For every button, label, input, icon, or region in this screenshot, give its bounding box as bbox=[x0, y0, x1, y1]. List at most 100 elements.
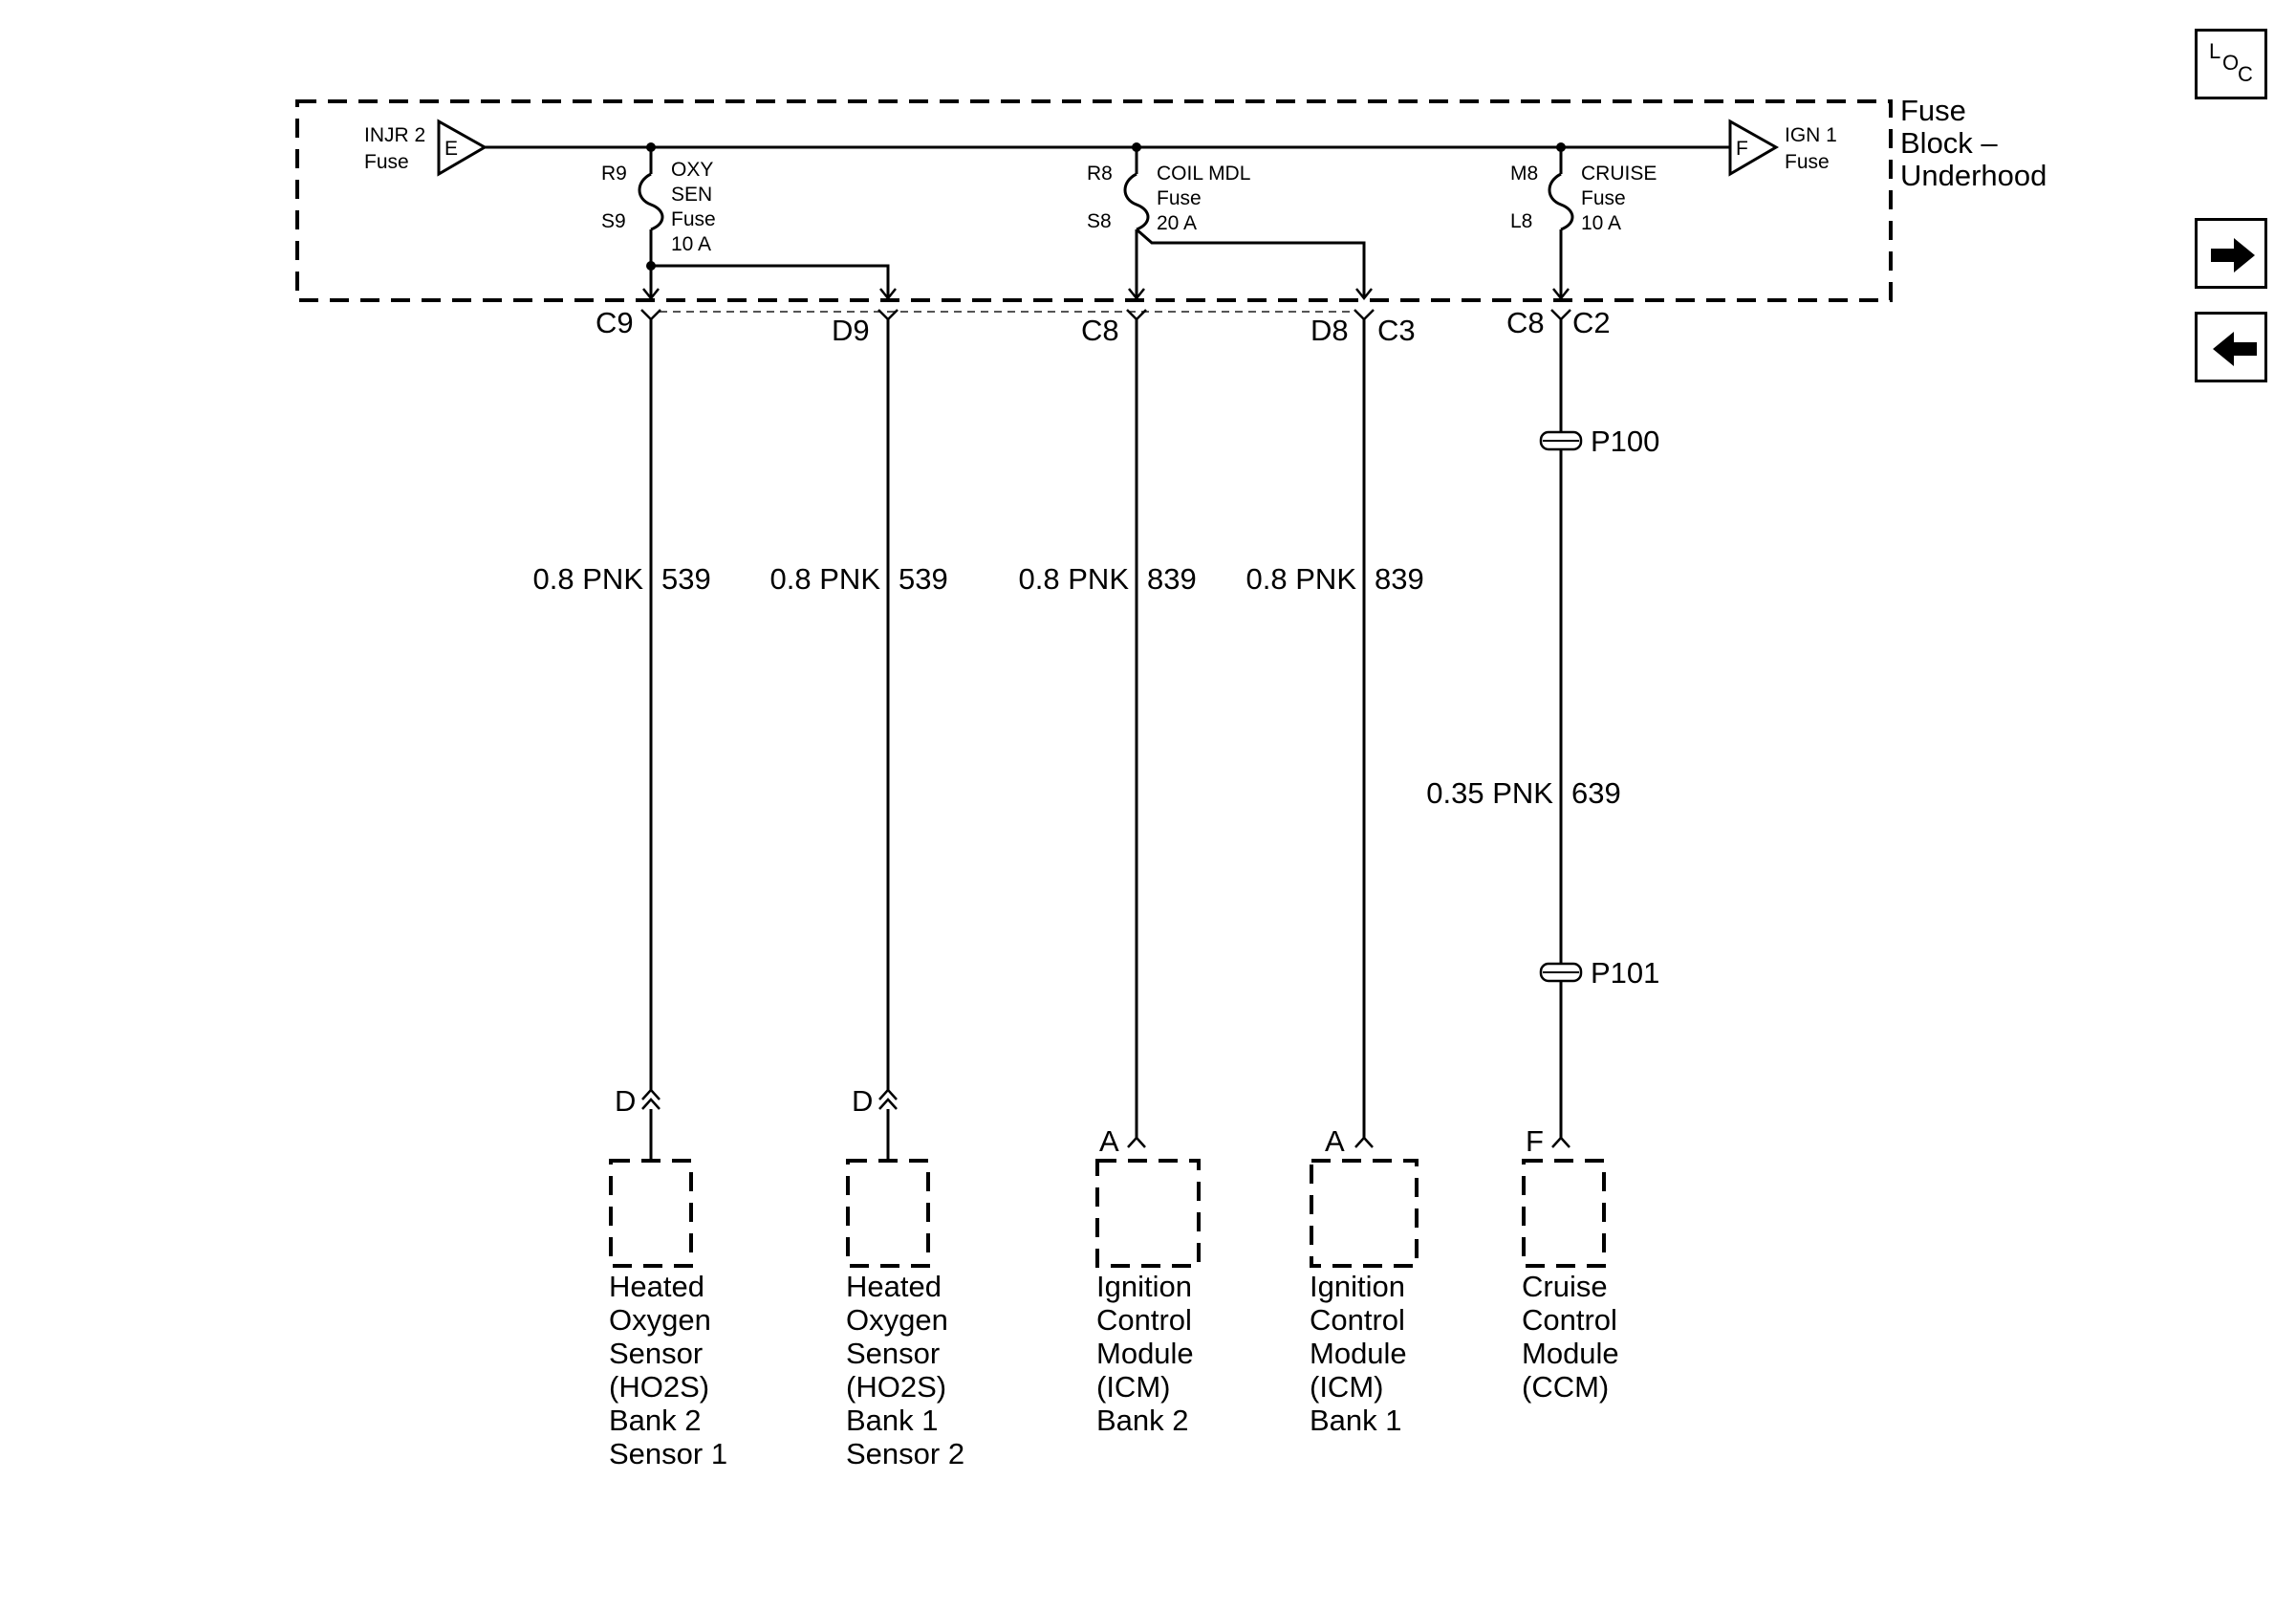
input-connector-letter: E bbox=[444, 138, 458, 160]
component-name-line: Cruise bbox=[1522, 1270, 1608, 1303]
fuse-block-title-2: Block – bbox=[1900, 126, 1998, 160]
fuse-pin-r9: R9 bbox=[601, 163, 627, 185]
connector-arrow bbox=[879, 288, 897, 301]
component-pin-label: A bbox=[1325, 1124, 1345, 1158]
fuse-pin-m8: M8 bbox=[1510, 163, 1538, 185]
component-box-ho2s-b1s2 bbox=[846, 1159, 930, 1268]
fuse-pin-s8: S8 bbox=[1087, 210, 1112, 232]
connector-arrow bbox=[642, 288, 660, 301]
component-name-line: (HO2S) bbox=[609, 1370, 709, 1404]
connector-cavity bbox=[1126, 309, 1147, 321]
component-name-line: (CCM) bbox=[1522, 1370, 1609, 1404]
inline-connector-symbol bbox=[641, 1098, 661, 1110]
component-name-line: Sensor 1 bbox=[609, 1437, 727, 1470]
component-name-ho2s-b2s1: Heated Oxygen Sensor (HO2S) Bank 2 Senso… bbox=[609, 1270, 727, 1470]
pass-through-label-p101: P101 bbox=[1591, 956, 1659, 990]
wire-size-color: 0.8 PNK bbox=[533, 562, 644, 596]
next-page-button[interactable] bbox=[2195, 218, 2267, 289]
component-name-line: Bank 2 bbox=[1096, 1404, 1189, 1437]
fuse-block-title-3: Underhood bbox=[1900, 159, 2047, 192]
output-fuse-label-2: Fuse bbox=[1785, 151, 1830, 173]
connector-label-d8: D8 bbox=[1310, 314, 1349, 347]
fuse-name-line: SEN bbox=[671, 184, 712, 206]
fuse-name-line: Fuse bbox=[1157, 187, 1202, 209]
fuse-name-line: OXY bbox=[671, 159, 713, 181]
component-name-line: Module bbox=[1096, 1337, 1194, 1370]
arrow-left-icon bbox=[2213, 332, 2257, 366]
wire-circuit: 839 bbox=[1375, 562, 1424, 596]
loc-letter-l: L bbox=[2209, 39, 2220, 63]
component-box-icm-b1 bbox=[1310, 1159, 1419, 1268]
input-connector-triangle bbox=[437, 119, 488, 177]
component-name-line: Sensor 2 bbox=[846, 1437, 964, 1470]
fuse-pin-l8: L8 bbox=[1510, 210, 1532, 232]
fuse-symbol-cruise bbox=[1548, 172, 1574, 231]
fuse-name-line: Fuse bbox=[1581, 187, 1626, 209]
component-pin-label: F bbox=[1526, 1124, 1544, 1158]
inline-connector-symbol bbox=[878, 1088, 898, 1100]
connector-arrow bbox=[1552, 288, 1570, 301]
wire-size-color: 0.8 PNK bbox=[770, 562, 881, 596]
component-name-line: Heated bbox=[609, 1270, 704, 1303]
component-pin-label: A bbox=[1099, 1124, 1119, 1158]
input-fuse-label-1: INJR 2 bbox=[364, 124, 425, 146]
fuse-block-boundary bbox=[295, 99, 1893, 302]
inline-connector-symbol bbox=[1354, 1136, 1374, 1148]
connector-cavity bbox=[1354, 309, 1375, 321]
component-name-line: (ICM) bbox=[1096, 1370, 1170, 1404]
component-name-line: (HO2S) bbox=[846, 1370, 946, 1404]
fuse-branch-wire bbox=[651, 264, 890, 298]
connector-arrow bbox=[1355, 288, 1373, 301]
component-name-line: Ignition bbox=[1096, 1270, 1192, 1303]
fuse-branch-wire bbox=[1136, 228, 1366, 298]
wire-circuit: 539 bbox=[899, 562, 948, 596]
wire-circuit: 839 bbox=[1147, 562, 1197, 596]
loc-letter-o: O bbox=[2222, 51, 2239, 75]
pass-through-p100 bbox=[1539, 430, 1583, 451]
loc-letter-c: C bbox=[2238, 62, 2253, 86]
connector-label-c9: C9 bbox=[596, 306, 634, 339]
component-name-line: Oxygen bbox=[846, 1303, 948, 1337]
component-name-icm-b2: Ignition Control Module (ICM) Bank 2 bbox=[1096, 1270, 1194, 1437]
connector-label-c2: C2 bbox=[1572, 306, 1611, 339]
fuse-pin-s9: S9 bbox=[601, 210, 626, 232]
fuse-name-line: CRUISE bbox=[1581, 163, 1657, 185]
component-name-line: Oxygen bbox=[609, 1303, 711, 1337]
inline-connector-symbol bbox=[1551, 1136, 1570, 1148]
previous-page-button[interactable] bbox=[2195, 312, 2267, 382]
component-name-line: Ignition bbox=[1310, 1270, 1405, 1303]
component-name-line: Control bbox=[1522, 1303, 1617, 1337]
fuse-name-line: 10 A bbox=[671, 233, 711, 255]
connector-label-c3: C3 bbox=[1377, 314, 1416, 347]
component-box-ccm bbox=[1522, 1159, 1606, 1268]
output-connector-letter: F bbox=[1736, 138, 1748, 160]
component-name-ho2s-b1s2: Heated Oxygen Sensor (HO2S) Bank 1 Senso… bbox=[846, 1270, 964, 1470]
inline-connector-symbol bbox=[1127, 1136, 1146, 1148]
wire-circuit: 539 bbox=[661, 562, 711, 596]
connector-label-c8-cruise: C8 bbox=[1506, 306, 1545, 339]
location-button[interactable]: L O C bbox=[2195, 29, 2267, 99]
arrow-right-icon bbox=[2211, 238, 2255, 272]
component-name-line: Heated bbox=[846, 1270, 942, 1303]
connector-cavity bbox=[1550, 309, 1571, 321]
component-name-icm-b1: Ignition Control Module (ICM) Bank 1 bbox=[1310, 1270, 1407, 1437]
component-name-line: Bank 1 bbox=[1310, 1404, 1402, 1437]
pass-through-p101 bbox=[1539, 962, 1583, 983]
fuse-name-line: 20 A bbox=[1157, 212, 1197, 234]
fuse-pin-r8: R8 bbox=[1087, 163, 1113, 185]
inline-connector-symbol bbox=[641, 1088, 661, 1100]
location-icon: L O C bbox=[2209, 39, 2253, 86]
fuse-name-line: 10 A bbox=[1581, 212, 1621, 234]
input-fuse-label-2: Fuse bbox=[364, 151, 409, 173]
component-pin-label: D bbox=[615, 1084, 636, 1118]
component-name-ccm: Cruise Control Module (CCM) bbox=[1522, 1270, 1619, 1404]
wire-circuit: 639 bbox=[1571, 776, 1621, 810]
fuse-symbol-coil-mdl bbox=[1123, 172, 1150, 231]
component-name-line: Sensor bbox=[846, 1337, 940, 1370]
connector-arrow bbox=[1128, 288, 1145, 301]
connector-label-d9: D9 bbox=[832, 314, 870, 347]
component-name-line: Bank 2 bbox=[609, 1404, 702, 1437]
wire-size-color: 0.35 PNK bbox=[1426, 776, 1553, 810]
component-name-line: Control bbox=[1310, 1303, 1405, 1337]
